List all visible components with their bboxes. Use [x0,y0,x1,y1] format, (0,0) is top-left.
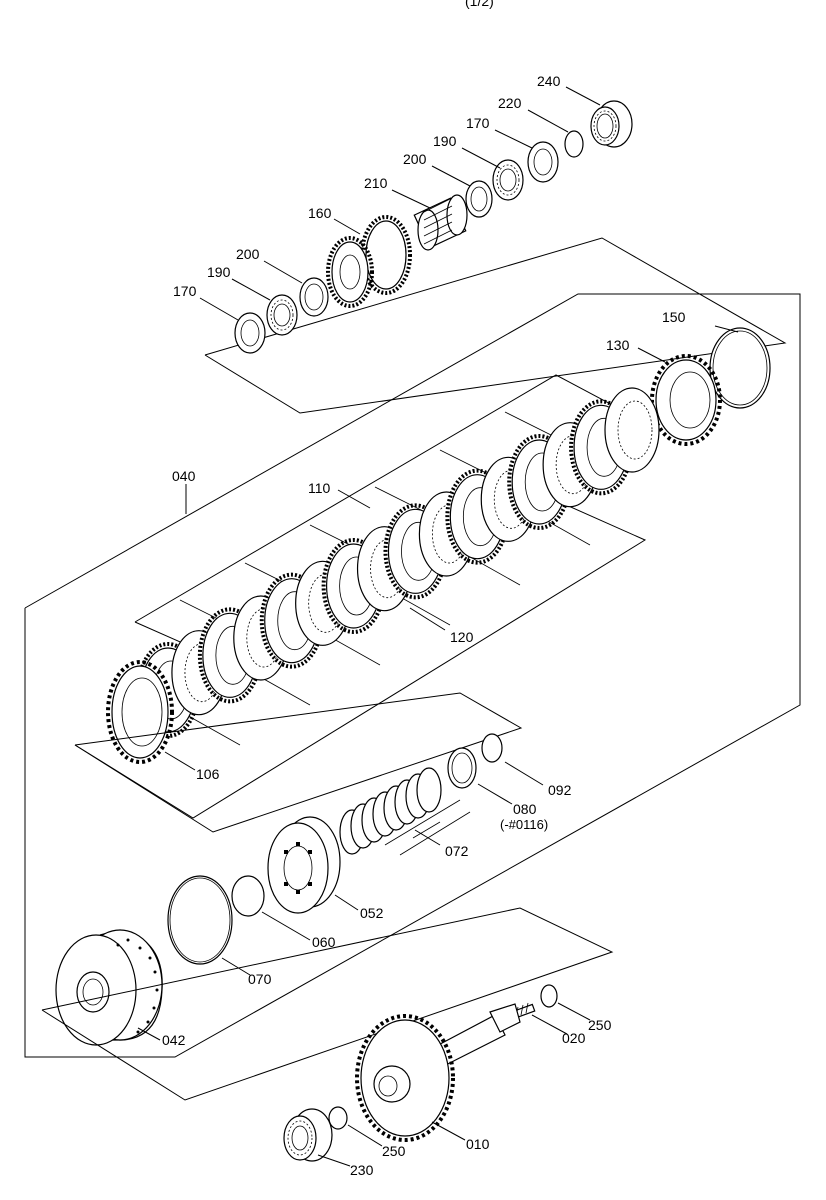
seal-ring-080 [447,747,477,789]
callout-040: 040 [172,468,196,484]
snap-ring-220 [564,130,584,158]
washer-200-top [465,180,493,218]
o-ring-092 [481,733,503,763]
callout-150: 150 [662,309,686,325]
callout-070: 070 [248,971,272,987]
spring-group-outline [74,692,523,833]
o-ring-060 [231,875,265,917]
top-group: 240 220 170 190 200 210 160 200 190 170 [173,73,787,414]
bearing-240 [590,100,633,148]
spring-coil [416,767,442,813]
shaft-group: 250 020 010 250 230 [41,907,614,1178]
page-index-label: (1/2) [465,0,494,9]
needle-bearing-210 [413,194,468,251]
callout-220: 220 [498,95,522,111]
callout-110: 110 [308,480,331,496]
callout-240: 240 [537,73,561,89]
callout-210: 210 [364,175,388,191]
piston-spring-group: 092 080 (-#0116) 072 [74,692,572,859]
callout-020: 020 [562,1030,586,1046]
clutch-plate-stack [136,387,660,738]
bearing-230 [283,1108,333,1162]
callout-160: 160 [308,205,332,221]
o-ring-070 [167,875,233,965]
callout-200-lower: 200 [236,246,260,262]
shaft-gear-010 [355,1003,521,1142]
snap-ring-250-upper [540,984,558,1008]
clutch-assembly-040-outline [24,293,801,1058]
callout-080: 080 [513,801,537,817]
washer-170-lower [234,312,266,354]
callout-190-top: 190 [433,133,457,149]
callout-190-lower: 190 [207,264,231,280]
plates-bracket-120 [74,499,647,819]
callout-052: 052 [360,905,384,921]
callout-072: 072 [445,843,469,859]
thrust-bearing-190-top [492,159,524,201]
piston-and-drum: 052 060 070 042 [55,816,384,1048]
shaft-group-outline [41,907,614,1101]
end-plate-130 [650,354,722,446]
callout-120: 120 [450,629,474,645]
callout-060: 060 [312,934,336,950]
piston-052 [267,816,341,914]
clutch-drum-042 [55,929,163,1046]
gear-160 [326,215,412,308]
callout-170-lower: 170 [173,283,197,299]
callout-130: 130 [606,337,630,353]
callout-250-lower: 250 [382,1143,406,1159]
callout-170-top: 170 [466,115,490,131]
callout-010: 010 [466,1136,490,1152]
steel-plate [604,387,660,473]
thrust-bearing-190-lower [266,294,298,336]
callout-042: 042 [162,1032,186,1048]
return-spring-072 [339,767,442,855]
pressure-plate-106 [106,660,174,764]
top-group-outline [204,237,787,414]
clutch-pack: 150 130 110 120 106 [74,309,771,819]
snap-ring-250-lower [328,1106,348,1130]
callout-200-top: 200 [403,151,427,167]
callout-250-upper: 250 [588,1017,612,1033]
callout-080-note: (-#0116) [500,817,548,832]
callout-092: 092 [548,782,572,798]
callout-106: 106 [196,766,220,782]
washer-200-lower [299,277,329,317]
washer-170-top [527,141,559,183]
callout-230: 230 [350,1162,374,1178]
